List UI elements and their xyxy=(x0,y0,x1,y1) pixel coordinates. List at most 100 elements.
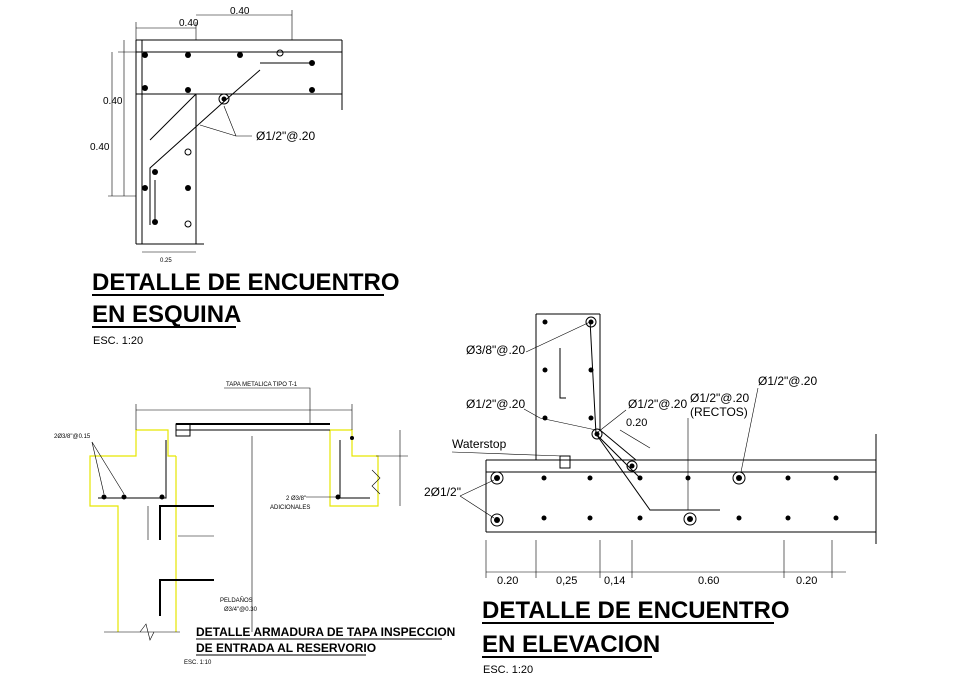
rebar-hollow-large xyxy=(732,471,746,485)
rebar-dot xyxy=(587,515,593,521)
dim-4: 0.60 xyxy=(698,575,719,587)
elevation-title-line1: DETALLE DE ENCUENTRO xyxy=(482,597,790,624)
rebar-dot xyxy=(185,87,191,93)
lid-bar-right xyxy=(339,440,370,499)
left-bar-label: 2Ø3/8"@0.15 xyxy=(54,434,91,440)
rebar-dot xyxy=(541,515,547,521)
leader xyxy=(459,479,495,497)
leader xyxy=(525,321,591,353)
bar-leader xyxy=(223,105,252,137)
rebar-dot xyxy=(833,515,839,521)
dim-top-inner: 0.40 xyxy=(179,18,199,29)
bar-12-right-label: Ø1/2"@.20 xyxy=(758,374,817,388)
rebar-dot xyxy=(588,415,594,421)
bar-rectos-2: (RECTOS) xyxy=(690,405,748,419)
lid-title-line1: DETALLE ARMADURA DE TAPA INSPECCION xyxy=(196,625,455,639)
bar-12-mid-label: Ø1/2"@.20 xyxy=(628,397,687,411)
dim-3: 0,14 xyxy=(604,575,625,587)
rebar-dot xyxy=(687,516,693,522)
dim-left-outer: 0.40 xyxy=(90,142,110,153)
lid-outline-top xyxy=(136,429,176,457)
rebar-dot xyxy=(185,52,191,58)
leader xyxy=(523,408,597,431)
leader xyxy=(740,387,759,473)
rebar-dot xyxy=(159,494,165,500)
rebar-dot xyxy=(142,85,148,91)
rebar-dot xyxy=(587,475,593,481)
lid-hinge xyxy=(175,423,191,437)
dim-5: 0.20 xyxy=(796,575,817,587)
steps-label-1: PELDAÑOS xyxy=(220,597,253,604)
leader xyxy=(459,495,495,519)
dim-left-inner: 0.40 xyxy=(103,96,123,107)
rebar-dot xyxy=(785,515,791,521)
rebar-dot xyxy=(736,515,742,521)
dim-line-020 xyxy=(619,429,651,449)
rebar-dot xyxy=(221,96,227,102)
haunch-bar xyxy=(595,433,720,511)
leader xyxy=(597,409,627,433)
dim-top-outer: 0.40 xyxy=(230,6,250,17)
rebar-dot xyxy=(152,219,158,225)
rebar-dot xyxy=(309,87,315,93)
bar-leader-2 xyxy=(199,124,237,137)
rebar-hollow-large xyxy=(218,93,230,105)
rebar-hollow-large xyxy=(490,471,504,485)
rebar-dot xyxy=(833,475,839,481)
corner-scale: ESC. 1:20 xyxy=(93,335,143,347)
rebar-hollow-large xyxy=(683,512,697,526)
rebar-dot xyxy=(588,319,594,325)
rebar-dot xyxy=(541,475,547,481)
bar-12-left-label: Ø1/2"@.20 xyxy=(466,397,525,411)
rebar-dot xyxy=(629,463,635,469)
bar-label: Ø1/2"@.20 xyxy=(256,129,315,143)
rebar-dot xyxy=(785,475,791,481)
rebar-hollow-large xyxy=(490,513,504,527)
break-symbol xyxy=(371,469,381,495)
rebar-dot xyxy=(637,475,643,481)
rebar-dot xyxy=(494,475,500,481)
corner-haunch-bar xyxy=(149,69,261,175)
rebar-hollow-large xyxy=(585,316,597,328)
cover-leader xyxy=(224,387,311,424)
leader xyxy=(451,451,563,457)
rebar-dot xyxy=(350,436,354,440)
rebar-dot xyxy=(637,515,643,521)
dim-020-small: 0.20 xyxy=(626,417,647,429)
rebar-dot xyxy=(736,475,742,481)
elevation-scale: ESC. 1:20 xyxy=(483,664,533,676)
rebar-hollow-large xyxy=(626,460,638,472)
corner-detail: 0.40 0.40 0.40 0.40 0.25 Ø1/2"@.20 DETAL… xyxy=(90,6,400,347)
cover-label: TAPA METALICA TIPO T-1 xyxy=(226,382,298,388)
leader xyxy=(91,441,125,495)
corner-title-line1: DETALLE DE ENCUENTRO xyxy=(92,269,400,296)
rebar-dot xyxy=(237,52,243,58)
dim-bottom: 0.25 xyxy=(160,258,172,264)
break-symbol xyxy=(139,623,155,641)
additional-label-1: 2 Ø3/8" xyxy=(286,496,306,502)
rebar-dot xyxy=(542,367,548,373)
rebar-dot xyxy=(121,494,127,500)
two-bars-label: 2Ø1/2" xyxy=(424,485,461,499)
lid-detail: TAPA METALICA TIPO T-1 2Ø3/8"@0.15 2 Ø3/… xyxy=(54,382,455,666)
lid-outline-right xyxy=(329,429,379,507)
dim-1: 0.20 xyxy=(497,575,518,587)
rebar-dot xyxy=(588,367,594,373)
rebar-hollow xyxy=(276,49,284,57)
wall-haunch xyxy=(599,429,637,461)
elevation-title-line2: EN ELEVACION xyxy=(482,631,660,658)
wall-bar xyxy=(559,348,566,399)
lid-title-line2: DE ENTRADA AL RESERVORIO xyxy=(196,641,376,655)
lid-scale: ESC. 1:10 xyxy=(184,660,212,666)
bar-38-label: Ø3/8"@.20 xyxy=(466,343,525,357)
leader xyxy=(91,441,105,495)
rebar-hollow-large xyxy=(591,428,603,440)
rebar-dot xyxy=(309,60,315,66)
elevation-detail: Ø3/8"@.20 Ø1/2"@.20 Ø1/2"@.20 0.20 Ø1/2"… xyxy=(424,313,877,676)
lid-bar-left xyxy=(98,440,167,499)
rebar-dot xyxy=(542,319,548,325)
rebar-dot xyxy=(185,185,191,191)
rebar-hollow xyxy=(184,220,192,228)
step-rung xyxy=(159,505,214,540)
